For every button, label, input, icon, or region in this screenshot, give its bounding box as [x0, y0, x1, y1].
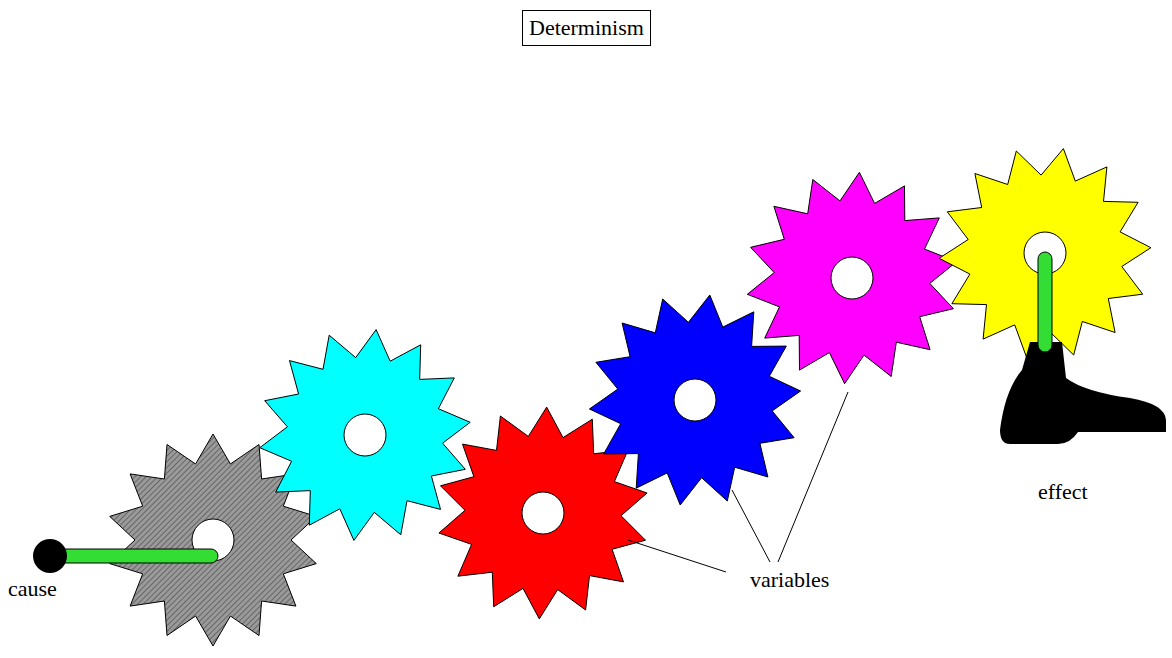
gear-hole [831, 257, 873, 299]
gear [589, 295, 800, 505]
label: effect [1038, 480, 1088, 504]
gear-hole [344, 414, 386, 456]
gear [939, 149, 1151, 358]
leader-line [628, 540, 726, 572]
gears [110, 149, 1151, 646]
label: cause [8, 577, 57, 601]
boot [1000, 342, 1166, 444]
cause-knob [33, 539, 67, 573]
gear-hole [522, 492, 564, 534]
label: variables [750, 568, 829, 592]
title: Determinism [522, 10, 651, 46]
leader-line [732, 490, 770, 562]
effect-rod [1038, 252, 1052, 352]
cause-crank [50, 549, 218, 563]
gear [260, 330, 470, 541]
gear [110, 434, 317, 646]
leader-line [778, 392, 848, 562]
gear-hole [674, 379, 716, 421]
gear [747, 172, 956, 383]
